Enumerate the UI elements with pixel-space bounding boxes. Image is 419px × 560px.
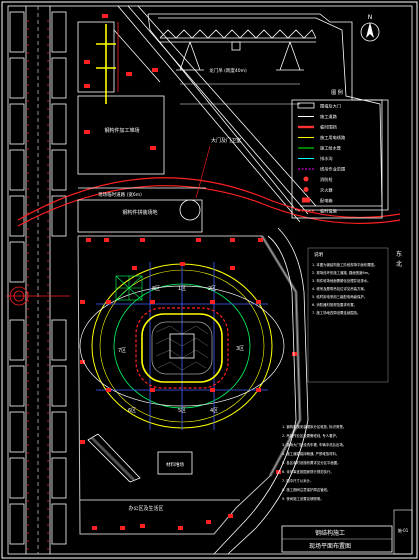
legend-label: 临时设施: [320, 208, 338, 215]
legend-swatch: [297, 102, 315, 109]
zone-labels: 1区 2区 3区 4区 5区 6区 7区 8区: [118, 286, 244, 414]
zone-1-label: 1区: [178, 286, 186, 292]
notes-header: 说明: [314, 251, 323, 258]
sheet-inner-frame: [7, 5, 413, 555]
legend-row: 临时围挡: [298, 124, 337, 131]
note-line: 5. 临时用电采用三级配电两级保护。: [312, 294, 367, 299]
north-office-label: 钢构件加工堆场: [104, 127, 139, 134]
crane-runway: [180, 83, 300, 105]
gate-leader: [195, 145, 211, 199]
crane-label: 龙门吊 (跨度40m): [209, 67, 247, 74]
lower-notes-panel: 1. 钢构件按安装顺序分区堆放, 标识清楚。 2. 吊装作业区设置警戒线, 专人看…: [282, 424, 346, 501]
note-line: 3. 构件堆场地面需硬化处理并设排水。: [312, 278, 371, 283]
legend-label: 施工给水管: [320, 145, 341, 152]
zone-7-label: 7区: [118, 348, 126, 354]
stadium-bowl: [141, 313, 223, 383]
lower-note-line: 5. 各区临时设施布置详见分区平面图。: [282, 460, 341, 465]
road-label: 现场临时道路 (宽6m): [98, 191, 142, 198]
stadium-markers: [106, 262, 261, 392]
legend-panel: 图 例 围墙及大门施工道路临时围挡施工用电线路施工给水管排水沟塔吊作业范围消防栓…: [291, 89, 383, 219]
legend-swatch: [303, 187, 309, 192]
zone-4-label: 4区: [210, 408, 218, 414]
left-road-red-markers: [6, 20, 70, 550]
tower-crane-footprint: [115, 275, 143, 301]
legend-row: 配电箱: [302, 197, 333, 204]
north-work-yard: [77, 21, 165, 175]
title-block: 钢结构施工 现场平面布置图 施-01: [281, 509, 413, 555]
zone-3-label: 3区: [236, 346, 244, 352]
legend-label: 围墙及大门: [320, 103, 341, 110]
title-line-1: 钢结构施工: [315, 529, 345, 537]
lower-note-line: 4. 施工道路保持畅通, 严禁堆放材料。: [282, 451, 339, 456]
mid-yard-label: 钢构件拼装场地: [122, 209, 157, 216]
east-curve-road: [213, 227, 309, 555]
title-line-2: 现场平面布置图: [309, 542, 351, 550]
note-line: 2. 现场设环形施工道路, 路面宽度6m。: [312, 270, 371, 275]
gate-label: 大门及门卫室: [211, 137, 241, 144]
storage-label: 材料堆场: [166, 461, 184, 468]
boundary-hatch: [260, 235, 302, 477]
zone-8-label: 8区: [152, 286, 160, 292]
north-label: N: [368, 14, 373, 21]
north-arrow: N: [360, 14, 380, 42]
legend-row: 塔吊作业范围: [298, 166, 345, 173]
legend-header: 图 例: [331, 89, 343, 96]
legend-label: 灭火器: [320, 188, 333, 194]
notes-panel: 说明 1. 本图为钢结构施工阶段现场平面布置图。 2. 现场设环形施工道路, 路面…: [307, 247, 389, 383]
south-yard-markers: [92, 514, 233, 530]
legend-row: 消防栓: [303, 176, 333, 183]
axis-mark-east: 东: [396, 250, 402, 258]
legend-row: 施工道路: [298, 113, 338, 120]
legend-row: 灭火器: [303, 187, 333, 194]
southwest-ramp: [80, 433, 240, 501]
lower-note-line: 8. 施工期间注意保护周边管线。: [282, 487, 330, 492]
left-road-corridor: [9, 6, 67, 554]
sheet-code: 施-01: [398, 527, 409, 533]
south-yard-label: 办公区及生活区: [128, 505, 163, 512]
lower-note-line: 6. 未尽事宜按国家现行规范执行。: [282, 469, 334, 474]
rail-loop: [17, 177, 401, 227]
lower-note-line: 2. 吊装作业区设置警戒线, 专人看护。: [282, 433, 339, 438]
north-diagonal-road: [117, 5, 317, 223]
lower-note-line: 3. 现场大门处设洗车槽, 车辆冲洗后出场。: [282, 442, 346, 447]
north-yard-markers: [84, 14, 158, 150]
boundary-fire-markers: [80, 238, 297, 528]
legend-row: 排水沟: [298, 155, 333, 162]
legend-label: 施工用电线路: [320, 134, 346, 141]
axis-mark-north: 北: [396, 260, 402, 268]
legend-row: 围墙及大门: [297, 102, 341, 110]
lower-note-line: 1. 钢构件按安装顺序分区堆放, 标识清楚。: [282, 424, 346, 429]
legend-label: 塔吊作业范围: [320, 166, 345, 173]
northeast-building-block: [147, 13, 389, 211]
legend-label: 排水沟: [320, 155, 333, 162]
gate-marker: [179, 199, 201, 221]
legend-row: 施工给水管: [298, 145, 341, 152]
legend-row: 施工用电线路: [298, 134, 346, 141]
southwest-hatch: [90, 436, 136, 482]
gantry-crane: [159, 29, 317, 71]
note-line: 7. 施工场地四周设置连续围挡。: [312, 310, 360, 315]
stadium-field: [151, 321, 213, 375]
note-line: 1. 本图为钢结构施工阶段现场平面布置图。: [312, 262, 377, 267]
legend-swatch: [303, 176, 309, 182]
note-line: 4. 塔吊及履带吊站位详见吊装方案。: [312, 286, 367, 291]
note-line: 6. 消防器材按规范要求布置。: [312, 302, 357, 307]
lower-note-line: 7. 图中尺寸以米计。: [282, 478, 313, 483]
central-structure: [169, 333, 195, 359]
zone-5-label: 5区: [178, 408, 186, 414]
legend-swatch: [302, 197, 310, 203]
north-electric-lines: [96, 24, 116, 104]
legend-label: 消防栓: [320, 176, 333, 183]
lower-note-line: 9. 夜间施工设置足够照明。: [282, 496, 324, 501]
legend-label: 配电箱: [320, 197, 333, 204]
zone-6-label: 6区: [128, 408, 136, 414]
zone-2-label: 2区: [208, 286, 216, 292]
legend-label: 临时围挡: [320, 124, 337, 131]
stadium-bowl-ring: [135, 307, 229, 389]
mid-yard: [77, 187, 206, 233]
legend-row: 临时设施: [298, 208, 338, 215]
legend-label: 施工道路: [320, 113, 338, 120]
